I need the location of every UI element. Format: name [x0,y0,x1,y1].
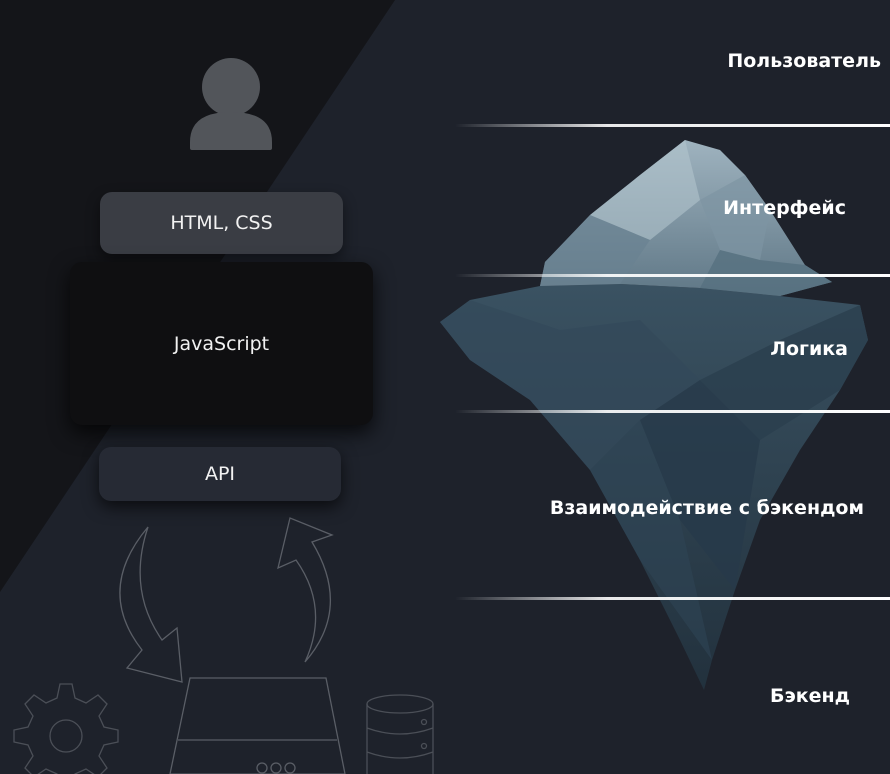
javascript-label: JavaScript [173,332,270,355]
layer-separators [455,124,890,600]
layer-label-user: Пользователь [727,50,881,72]
server-icon [169,677,346,774]
layer-label-backend: Бэкенд [770,685,850,707]
database-icon [366,694,434,774]
javascript-box: JavaScript [70,262,373,425]
cycle-arrows-icon [119,517,334,683]
api-label: API [204,463,236,485]
api-box: API [99,447,341,501]
layer-label-logic: Логика [770,338,848,360]
html-css-label: HTML, CSS [170,212,273,234]
iceberg-illustration [440,140,868,690]
html-css-box: HTML, CSS [100,192,343,254]
user-icon [190,58,272,150]
layer-label-interface: Интерфейс [723,197,846,219]
layer-label-backend-interaction: Взаимодействие с бэкендом [549,497,864,519]
gear-icon [13,683,119,774]
